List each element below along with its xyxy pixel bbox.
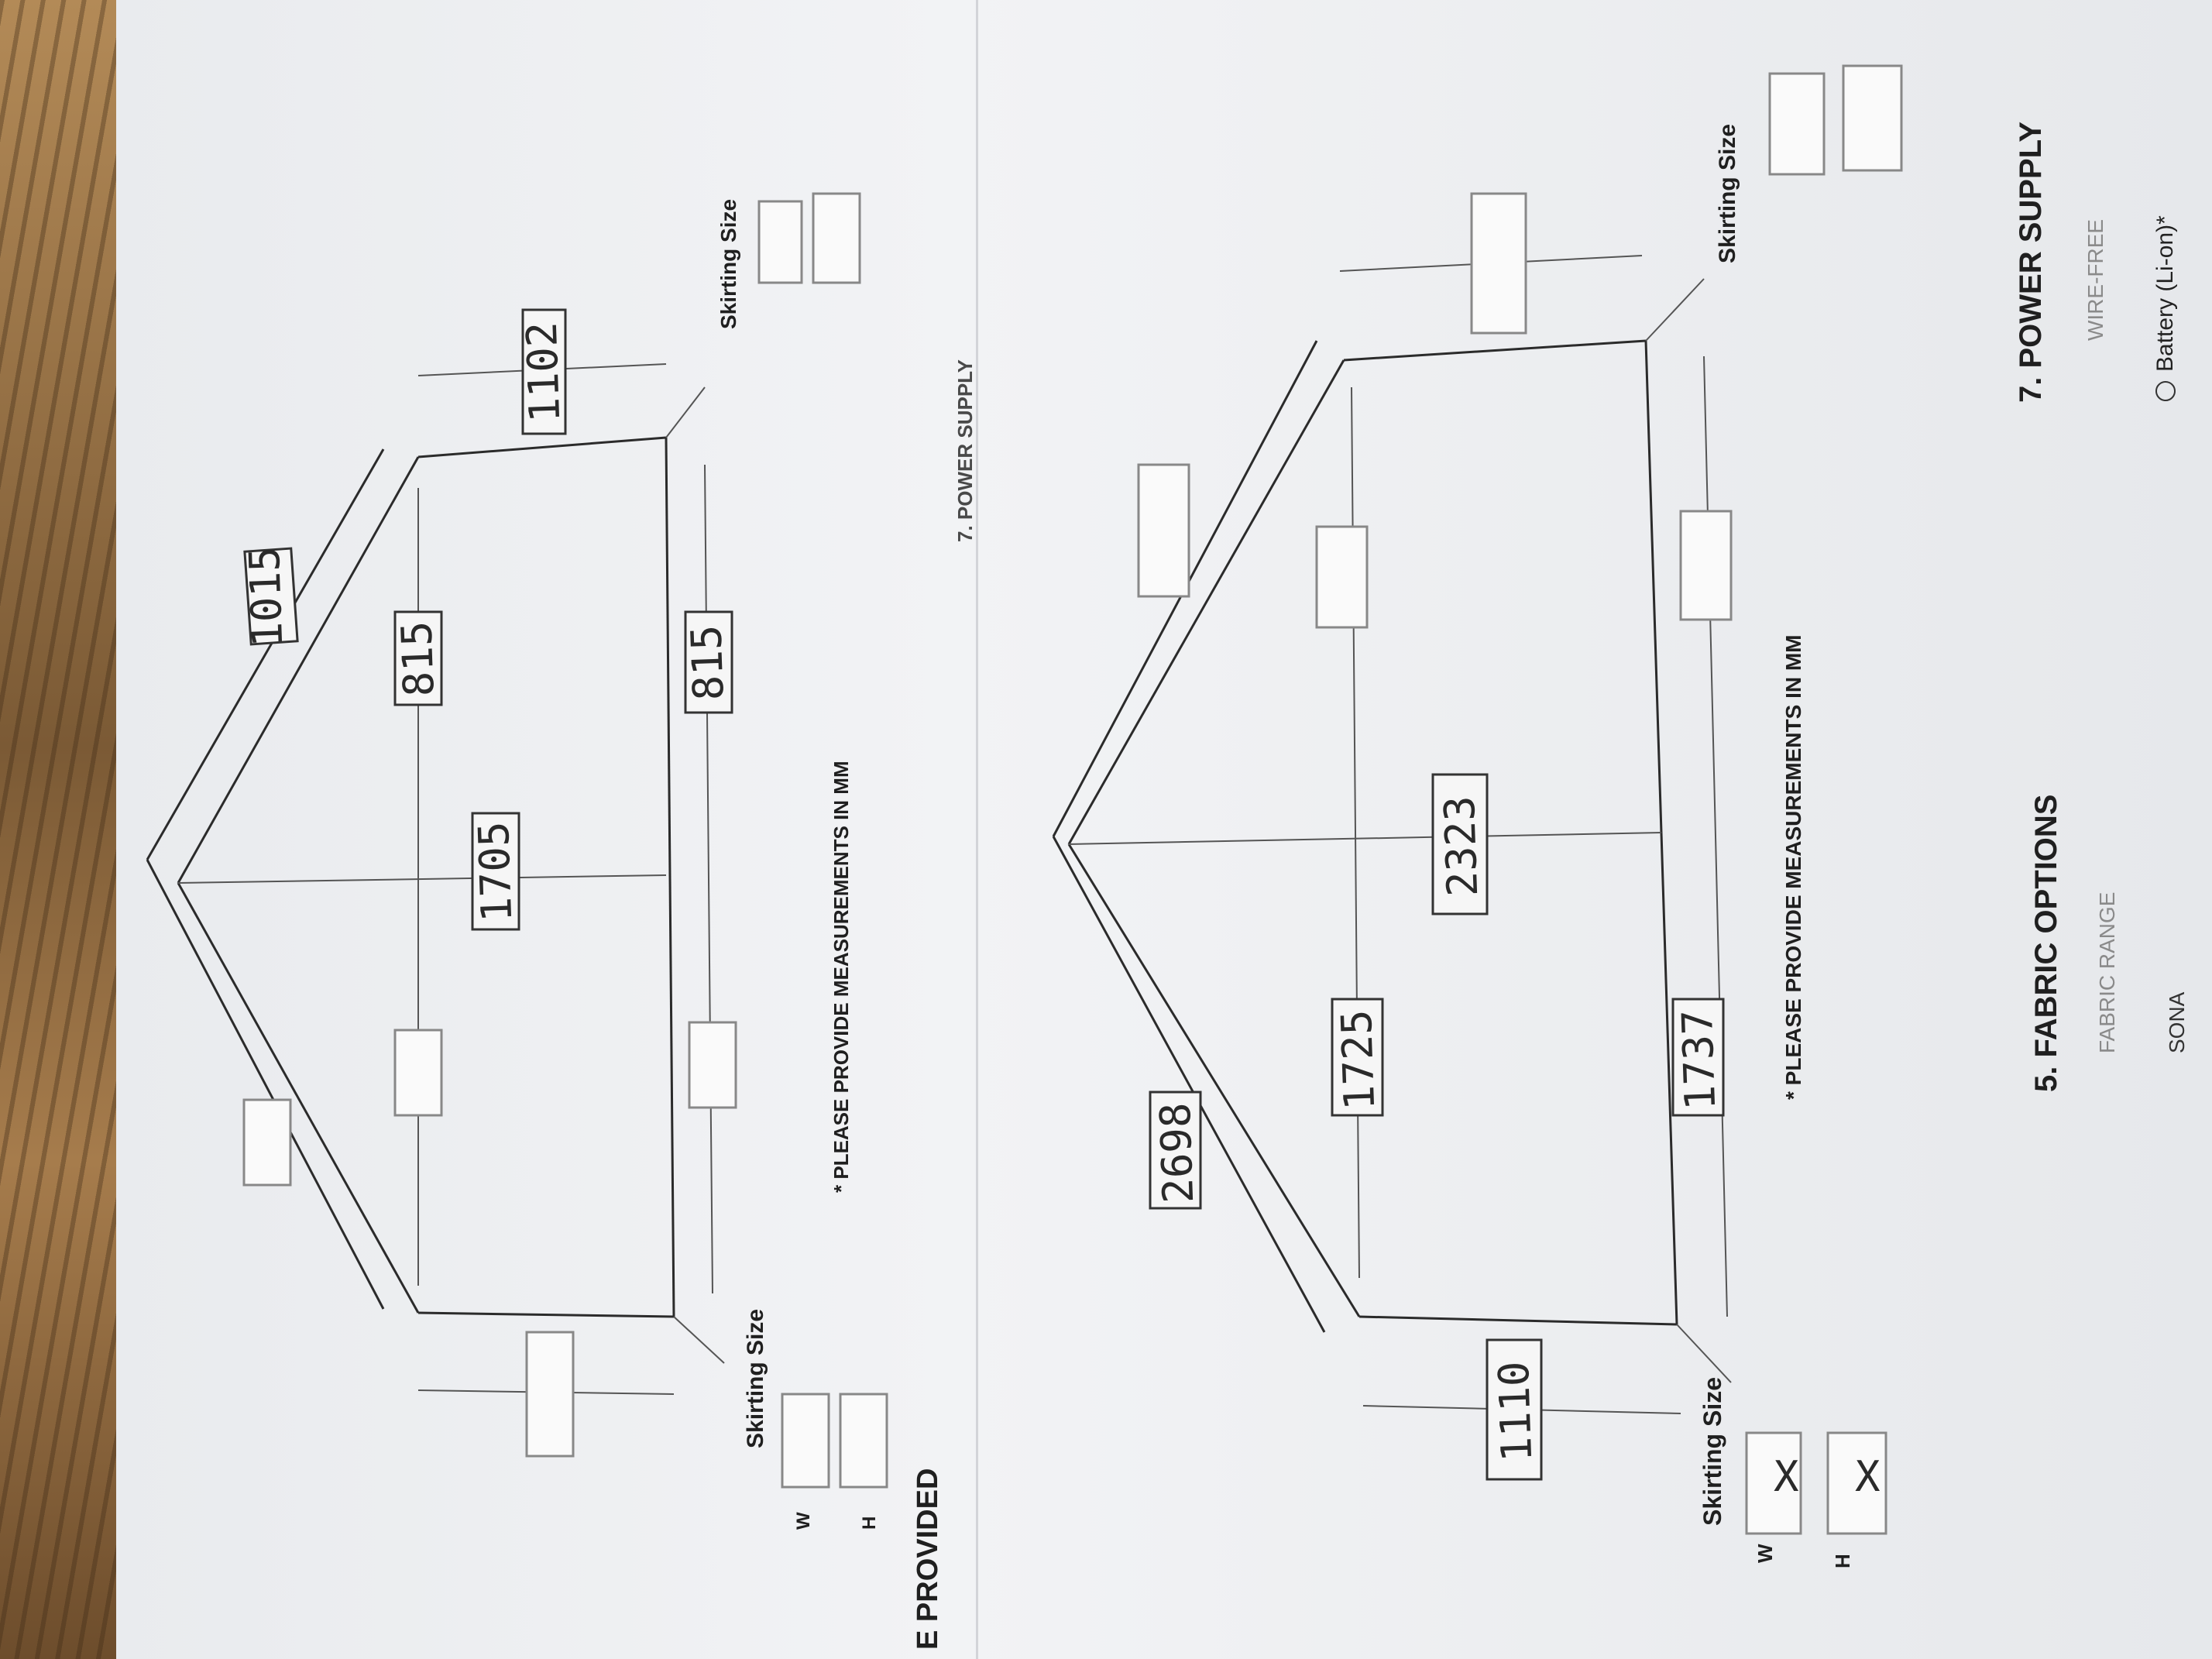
bottom-house-diagram: 2698 1725 2323 1737 1110 Skirting Size W… bbox=[1052, 64, 1903, 1568]
top-measurement-note: * PLEASE PROVIDE MEASUREMENTS IN MM bbox=[830, 761, 853, 1193]
top-skirting-w-label: W bbox=[793, 1512, 814, 1530]
bottom-skirting-h-mark: X bbox=[1855, 1452, 1881, 1501]
bottom-roof-left-box[interactable] bbox=[1149, 1091, 1202, 1210]
bottom-roof-right-inner bbox=[1067, 359, 1345, 845]
top-skirting-arrow-right bbox=[665, 386, 706, 438]
top-roof-right-box[interactable] bbox=[243, 547, 299, 646]
bottom-skirting-h-label: H bbox=[1831, 1554, 1854, 1568]
bottom-skirting-arrow-right bbox=[1645, 278, 1705, 342]
bottom-skirting-arrow-left bbox=[1676, 1324, 1732, 1383]
top-right-side-value: 1102 bbox=[517, 321, 570, 424]
bottom-lower-wall-dimension bbox=[1703, 356, 1728, 1317]
bottom-skirting-label-left: Skirting Size bbox=[1698, 1377, 1726, 1526]
bottom-skirting-w-box-right[interactable] bbox=[1768, 72, 1826, 176]
bottom-upper-right-wall-box[interactable] bbox=[1315, 525, 1369, 629]
bottom-skirting-label-right: Skirting Size bbox=[1715, 124, 1740, 263]
bottom-upper-wall-value: 1725 bbox=[1332, 1009, 1385, 1111]
bottom-roof-left-outer bbox=[1052, 836, 1326, 1333]
bottom-skirting-h-box-left[interactable] bbox=[1826, 1431, 1887, 1535]
bottom-skirting-w-mark: X bbox=[1774, 1452, 1799, 1501]
form-section-headings: E PROVIDED 5. FABRIC OPTIONS FABRIC RANG… bbox=[912, 122, 2189, 1650]
power-supply-heading: 7. POWER SUPPLY bbox=[2014, 122, 2048, 403]
bottom-left-side-box[interactable] bbox=[1486, 1338, 1543, 1481]
bottom-lower-wall-value: 1737 bbox=[1673, 1009, 1726, 1111]
bottom-measurement-note: * PLEASE PROVIDE MEASUREMENTS IN MM bbox=[1781, 634, 1805, 1100]
battery-option-label[interactable]: Battery (Li-on)* bbox=[2152, 215, 2178, 372]
top-roof-left-inner bbox=[177, 882, 420, 1314]
left-section-partial-heading: E PROVIDED bbox=[912, 1468, 944, 1650]
power-supply-heading-partial-behind-fold: 7. POWER SUPPLY bbox=[953, 359, 977, 542]
bottom-center-height-line bbox=[1068, 832, 1662, 845]
battery-radio-button[interactable] bbox=[2155, 381, 2176, 401]
bottom-center-height-value: 2323 bbox=[1435, 795, 1488, 898]
bottom-roof-left-value: 2698 bbox=[1151, 1102, 1204, 1204]
bottom-upper-left-wall-box[interactable] bbox=[1331, 998, 1384, 1117]
top-roof-left-outer bbox=[146, 859, 385, 1310]
top-center-height-value: 1705 bbox=[469, 821, 522, 923]
top-roof-right-outer bbox=[146, 448, 385, 860]
fabric-range-label: FABRIC RANGE bbox=[2095, 892, 2119, 1053]
top-lower-left-wall-box[interactable] bbox=[688, 1021, 737, 1109]
bottom-skirting-w-box-left[interactable] bbox=[1745, 1431, 1802, 1535]
bottom-skirting-h-box-right[interactable] bbox=[1842, 64, 1903, 172]
top-skirting-h-label: H bbox=[859, 1516, 880, 1530]
top-right-side-box[interactable] bbox=[521, 308, 567, 435]
top-roof-right-inner bbox=[177, 456, 420, 884]
top-roof-left-box[interactable] bbox=[242, 1098, 292, 1187]
bottom-wall-left bbox=[1358, 1315, 1678, 1326]
top-center-height-line bbox=[177, 874, 667, 884]
fabric-option-sona[interactable]: SONA bbox=[2165, 991, 2189, 1053]
bottom-skirting-w-label: W bbox=[1753, 1544, 1777, 1563]
top-upper-right-wall-box[interactable] bbox=[393, 610, 443, 706]
top-lower-wall-dimension bbox=[704, 464, 713, 1294]
bottom-roof-right-box[interactable] bbox=[1137, 463, 1190, 598]
paper-form-sheet bbox=[116, 0, 2212, 1659]
top-lower-wall-value: 815 bbox=[682, 624, 733, 702]
top-center-height-box[interactable] bbox=[471, 812, 520, 931]
top-left-side-box[interactable] bbox=[525, 1331, 575, 1458]
top-lower-right-wall-box[interactable] bbox=[684, 610, 733, 714]
paper-fold-line bbox=[976, 0, 978, 1659]
top-skirting-label-left: Skirting Size bbox=[743, 1309, 768, 1448]
top-wall-left bbox=[417, 1311, 675, 1318]
top-house-diagram: 1015 815 1705 815 1102 Skirting Size W H… bbox=[146, 192, 888, 1530]
top-skirting-w-box-right[interactable] bbox=[757, 200, 803, 284]
bottom-wall-right bbox=[1343, 339, 1647, 362]
top-wall-right bbox=[417, 436, 667, 459]
top-skirting-arrow-left bbox=[673, 1316, 725, 1364]
bottom-left-side-value: 1110 bbox=[1489, 1361, 1542, 1463]
bottom-roof-left-inner bbox=[1067, 843, 1361, 1317]
top-skirting-h-box-right[interactable] bbox=[812, 192, 861, 284]
top-roof-right-value: 1015 bbox=[240, 546, 293, 648]
bottom-upper-wall-dimension bbox=[1351, 386, 1360, 1279]
top-base-line bbox=[665, 437, 675, 1317]
fabric-options-heading: 5. FABRIC OPTIONS bbox=[2029, 795, 2063, 1093]
top-upper-wall-value: 815 bbox=[392, 620, 443, 698]
top-upper-left-wall-box[interactable] bbox=[393, 1029, 443, 1117]
top-skirting-h-box-left[interactable] bbox=[839, 1393, 888, 1489]
bottom-lower-left-wall-box[interactable] bbox=[1671, 998, 1725, 1117]
bottom-center-height-box[interactable] bbox=[1431, 773, 1489, 915]
bottom-right-side-box[interactable] bbox=[1470, 192, 1527, 335]
top-skirting-label-right: Skirting Size bbox=[716, 199, 740, 329]
top-skirting-w-box-left[interactable] bbox=[781, 1393, 830, 1489]
wire-free-label: WIRE-FREE bbox=[2083, 219, 2107, 341]
bottom-lower-right-wall-box[interactable] bbox=[1679, 510, 1733, 621]
